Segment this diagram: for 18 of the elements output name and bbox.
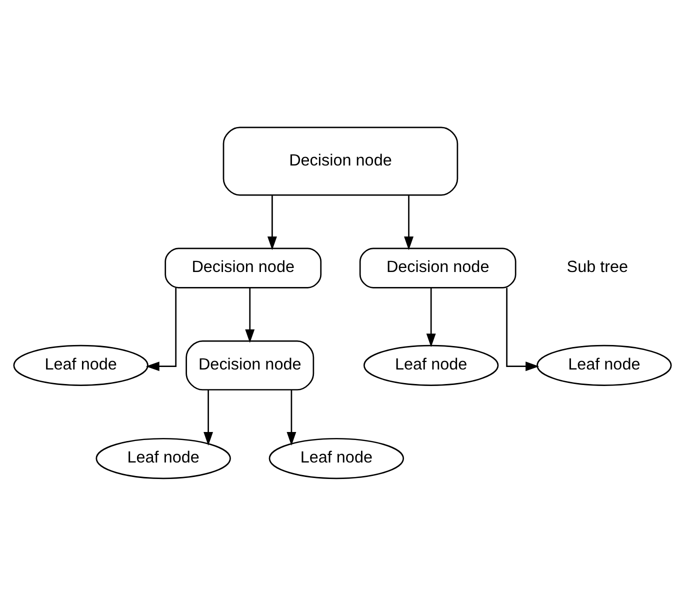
arrow <box>267 195 277 250</box>
arrow <box>404 195 414 250</box>
node-box: Decision node <box>164 247 322 288</box>
node-label: Sub tree <box>566 258 628 276</box>
node-box: Decision node <box>186 340 314 390</box>
arrow <box>286 389 296 446</box>
node-ellipse: Leaf node <box>268 437 404 479</box>
arrow <box>204 389 214 446</box>
node-box: Decision node <box>359 247 516 288</box>
node-ellipse: Leaf node <box>96 437 231 479</box>
node-ellipse: Leaf node <box>536 344 672 386</box>
node-box: Decision node <box>222 126 458 196</box>
arrow <box>426 287 436 347</box>
node-ellipse: Leaf node <box>13 344 148 386</box>
arrow <box>245 287 255 342</box>
arrow <box>146 287 177 371</box>
arrow <box>506 287 540 371</box>
node-ellipse: Leaf node <box>363 344 499 386</box>
